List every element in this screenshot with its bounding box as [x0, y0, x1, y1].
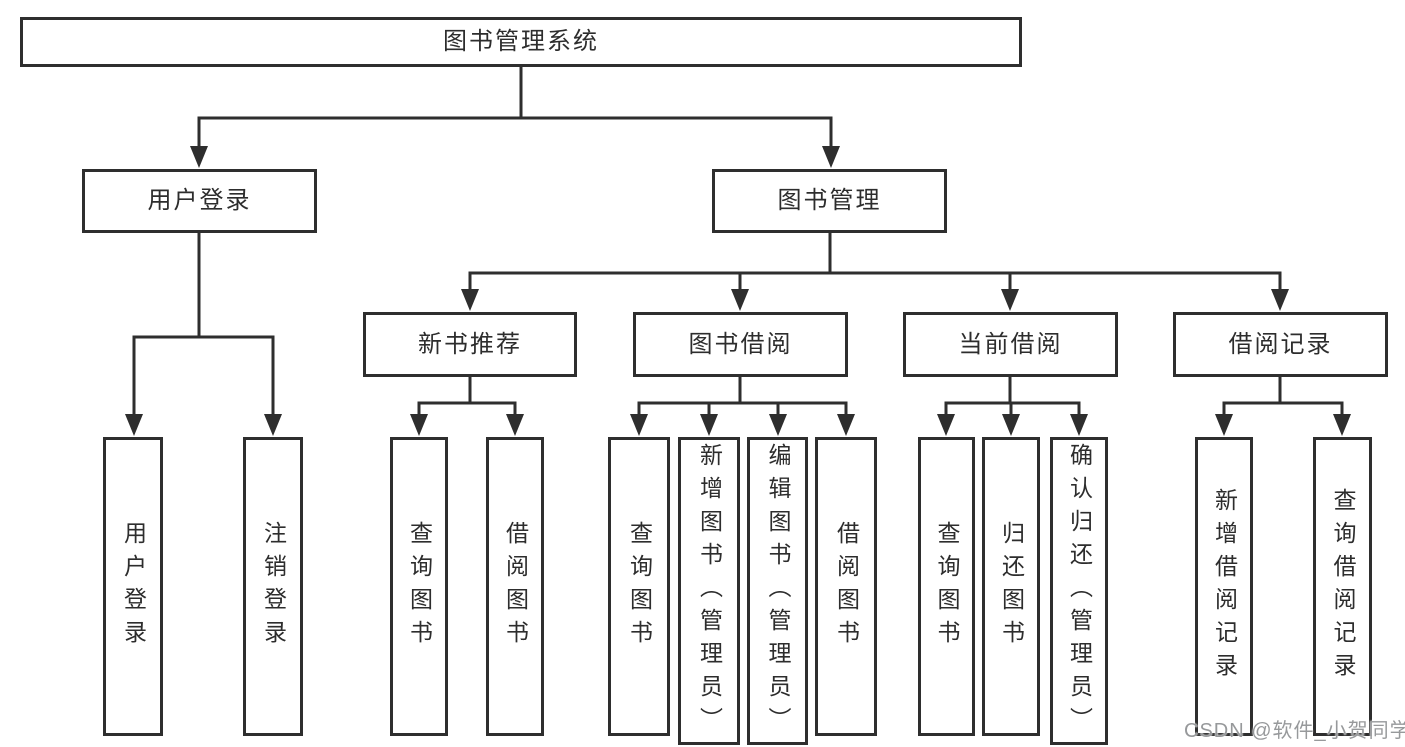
- leaf-cb-return-books-label: 归还图书: [998, 520, 1025, 653]
- leaf-bb-edit-books-admin: 编辑图书（管理员）: [747, 437, 808, 745]
- connector-lines: [132, 65, 1344, 418]
- leaf-cb-query-books: 查询图书: [918, 437, 975, 736]
- leaf-bb-query-books: 查询图书: [608, 437, 670, 736]
- leaf-cb-query-books-label: 查询图书: [934, 520, 960, 653]
- node-library-system: 图书管理系统: [20, 17, 1022, 67]
- leaf-bb-borrow-books-label: 借阅图书: [833, 520, 860, 653]
- leaf-nbr-borrow-books-label: 借阅图书: [502, 520, 529, 653]
- leaf-br-add-record-label: 新增借阅记录: [1211, 487, 1238, 686]
- leaf-cb-confirm-return-admin: 确认归还（管理员）: [1050, 437, 1108, 745]
- leaf-bb-edit-books-admin-label: 编辑图书（管理员）: [765, 442, 791, 740]
- node-library-system-label: 图书管理系统: [443, 28, 599, 55]
- leaf-br-add-record: 新增借阅记录: [1195, 437, 1253, 736]
- leaf-logout-label: 注销登录: [260, 520, 287, 653]
- leaf-br-query-record: 查询借阅记录: [1313, 437, 1372, 736]
- leaf-cb-return-books: 归还图书: [982, 437, 1040, 736]
- leaf-user-login-label: 用户登录: [120, 520, 147, 653]
- leaf-nbr-borrow-books: 借阅图书: [486, 437, 544, 736]
- leaf-bb-query-books-label: 查询图书: [626, 520, 653, 653]
- node-current-borrowing-label: 当前借阅: [958, 330, 1063, 358]
- node-book-management-label: 图书管理: [777, 187, 882, 214]
- node-book-borrowing: 图书借阅: [633, 312, 848, 377]
- arrowhead-icons: [125, 146, 1351, 436]
- leaf-bb-borrow-books: 借阅图书: [815, 437, 877, 736]
- node-user-login: 用户登录: [82, 169, 317, 233]
- node-book-management: 图书管理: [712, 169, 947, 233]
- leaf-nbr-query-books-label: 查询图书: [406, 520, 433, 653]
- leaf-logout: 注销登录: [243, 437, 303, 736]
- node-book-borrowing-label: 图书借阅: [688, 330, 793, 358]
- node-user-login-label: 用户登录: [147, 187, 252, 214]
- watermark: CSDN @软件_小贺同学: [1184, 720, 1405, 742]
- leaf-user-login: 用户登录: [103, 437, 163, 736]
- leaf-bb-add-books-admin-label: 新增图书（管理员）: [696, 442, 723, 740]
- node-new-book-recommend: 新书推荐: [363, 312, 577, 377]
- node-borrow-records: 借阅记录: [1173, 312, 1388, 377]
- leaf-nbr-query-books: 查询图书: [390, 437, 448, 736]
- leaf-bb-add-books-admin: 新增图书（管理员）: [678, 437, 740, 745]
- node-current-borrowing: 当前借阅: [903, 312, 1118, 377]
- node-new-book-recommend-label: 新书推荐: [418, 330, 522, 358]
- leaf-br-query-record-label: 查询借阅记录: [1330, 487, 1356, 686]
- node-borrow-records-label: 借阅记录: [1228, 330, 1333, 358]
- leaf-cb-confirm-return-admin-label: 确认归还（管理员）: [1066, 442, 1093, 740]
